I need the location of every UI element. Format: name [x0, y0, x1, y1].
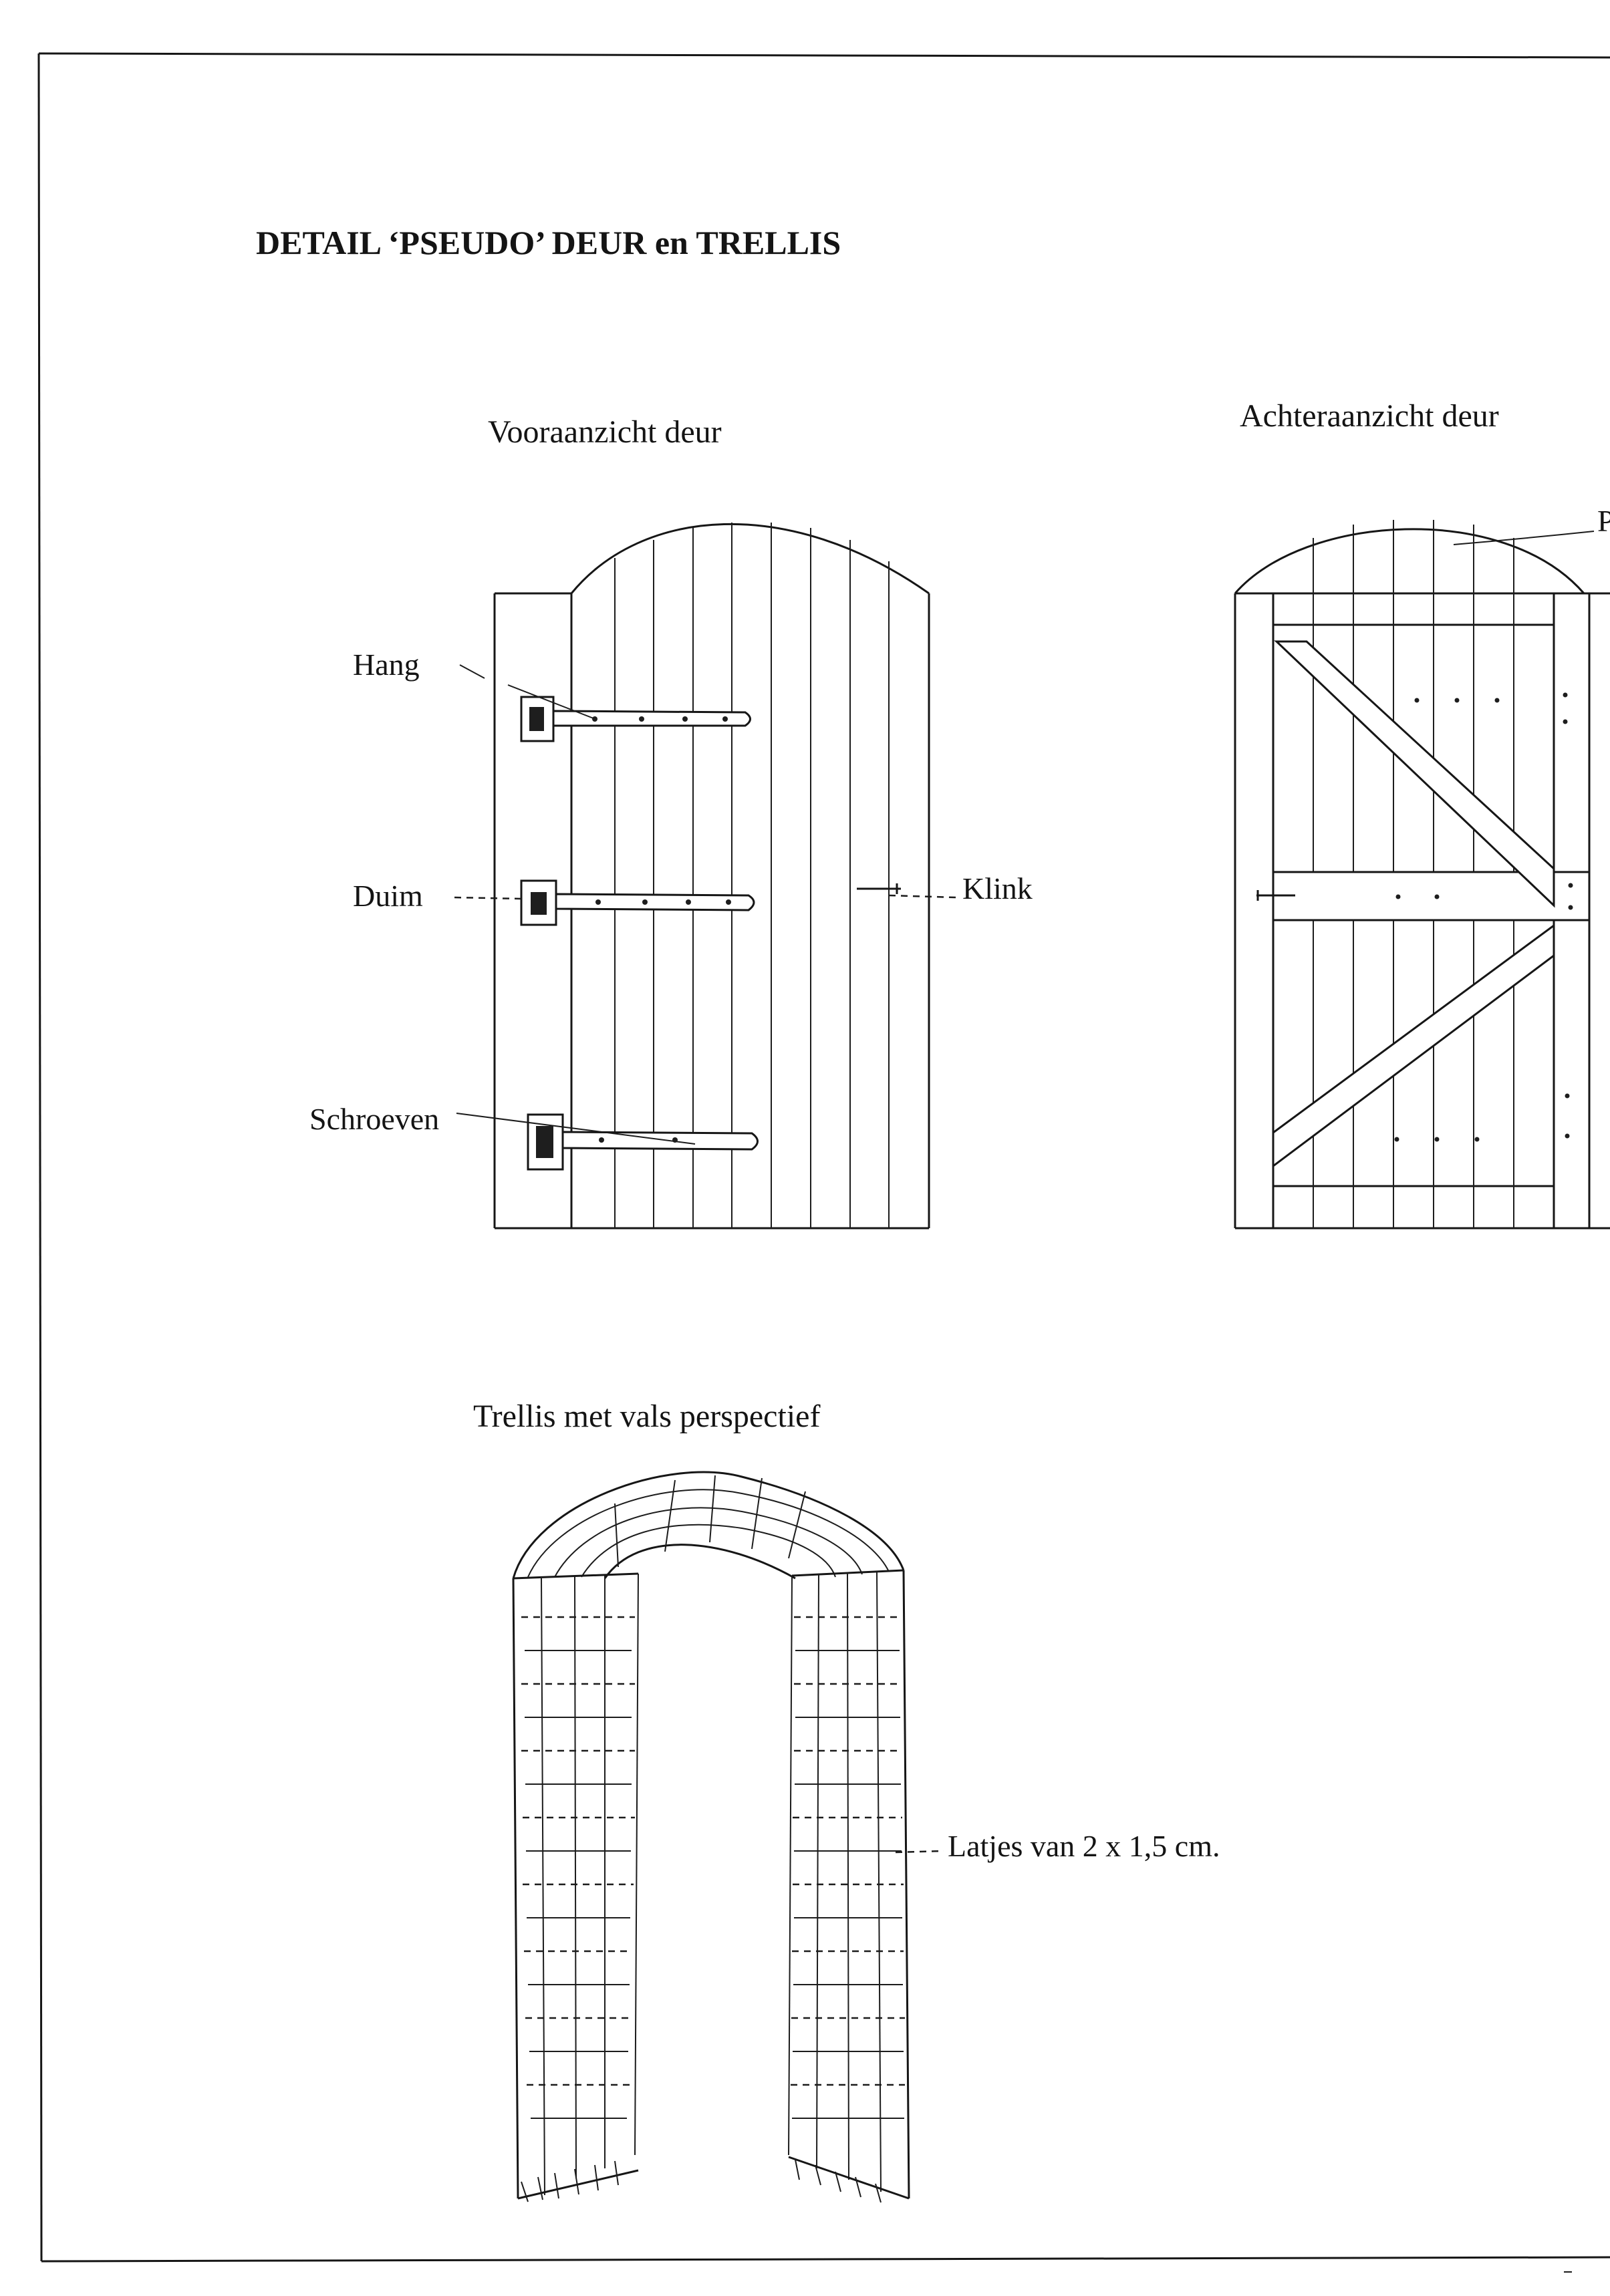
- frame-left: [37, 53, 43, 2262]
- frame-top: [38, 52, 1610, 59]
- front-door-drawing: [493, 523, 930, 1230]
- label-back-edge: P: [1597, 504, 1610, 538]
- leader-schroeven: [456, 1113, 696, 1145]
- sheet-title: DETAIL ‘PSEUDO’ DEUR en TRELLIS: [256, 224, 841, 261]
- leader-hang-2: [507, 684, 594, 719]
- trellis-drawing: [512, 1471, 910, 2203]
- back-door-drawing: [1234, 520, 1610, 1230]
- label-schroeven: Schroeven: [309, 1102, 439, 1136]
- frame-bottom: [41, 2256, 1610, 2263]
- leader-hang-1: [459, 664, 485, 679]
- label-duim: Duim: [353, 879, 423, 913]
- leader-klink: [888, 894, 956, 899]
- label-klink: Klink: [962, 871, 1033, 905]
- trellis-caption: Trellis met vals perspectief: [473, 1399, 820, 1434]
- front-view-caption: Vooraanzicht deur: [488, 414, 722, 450]
- back-view-caption: Achteraanzicht deur: [1240, 398, 1499, 434]
- leader-back-edge: [1453, 531, 1595, 545]
- label-hang: Hang: [353, 648, 420, 682]
- label-latjes: Latjes van 2 x 1,5 cm.: [948, 1829, 1220, 1863]
- leader-latjes: [895, 1850, 944, 1854]
- leader-duim: [454, 896, 522, 900]
